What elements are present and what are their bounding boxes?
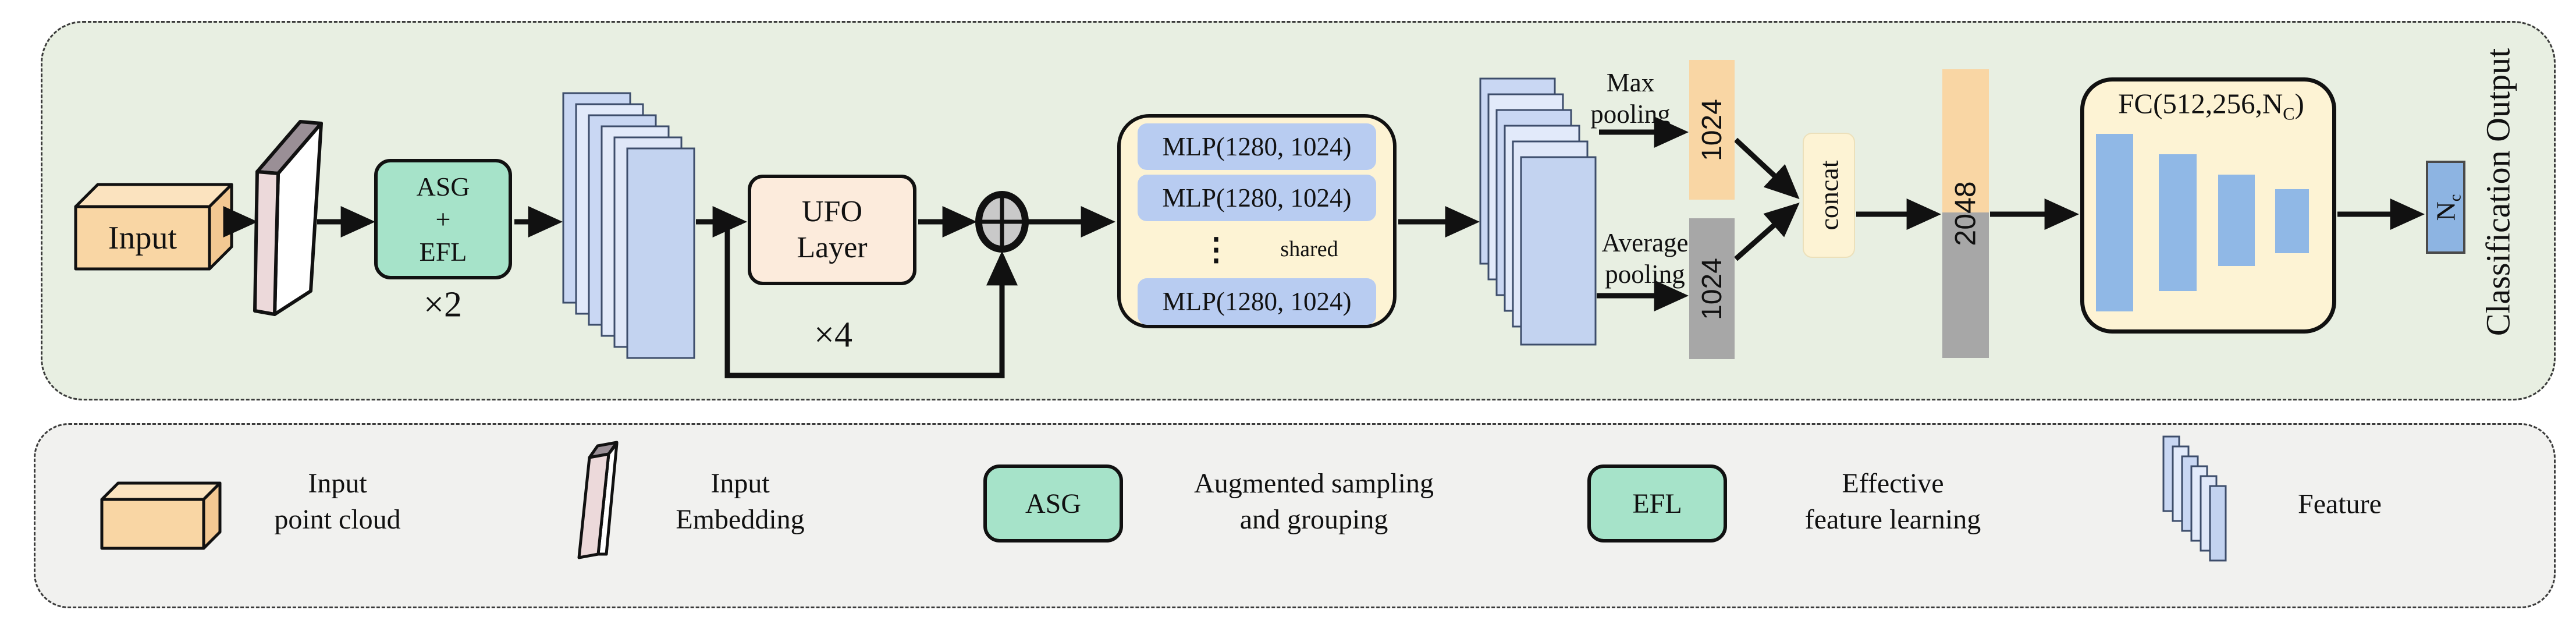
fc-title-prefix: FC(512,256,N bbox=[2118, 87, 2283, 120]
legend-input-point-cloud-line1: Input bbox=[308, 468, 367, 499]
concat-box: concat bbox=[1803, 133, 1855, 258]
concat-bar-label: 2048 bbox=[1949, 181, 1982, 246]
asg-efl-line3: EFL bbox=[419, 236, 467, 267]
legend-input-embedding-line2: Embedding bbox=[676, 504, 805, 535]
fc-title: FC(512,256,NC) bbox=[2118, 87, 2304, 124]
average-pooling-line1: Average bbox=[1601, 228, 1689, 257]
ufo-multiplier: ×4 bbox=[814, 315, 852, 355]
legend-asg-line1: Augmented sampling bbox=[1194, 468, 1434, 499]
fc-bar-4 bbox=[2275, 189, 2309, 253]
average-pooling-bar: 1024 bbox=[1689, 218, 1735, 359]
nc-output-box: Nc bbox=[2426, 161, 2465, 254]
max-pooling-line2: pooling bbox=[1590, 100, 1671, 129]
ufo-layer-box: UFO Layer bbox=[748, 175, 916, 285]
mlp-row-2: MLP(1280, 1024) bbox=[1138, 175, 1376, 221]
fc-title-sub: C bbox=[2283, 104, 2295, 124]
legend-efl-box: EFL bbox=[1587, 464, 1727, 542]
asg-efl-multiplier: ×2 bbox=[424, 285, 462, 325]
mlp-row-1: MLP(1280, 1024) bbox=[1138, 123, 1376, 170]
average-pooling-bar-label: 1024 bbox=[1696, 257, 1728, 320]
asg-efl-box: ASG + EFL bbox=[374, 159, 512, 279]
legend-efl-line2: feature learning bbox=[1804, 504, 1981, 535]
legend-item-input-point-cloud: Input point cloud bbox=[274, 466, 400, 538]
max-pooling-line1: Max bbox=[1606, 68, 1655, 97]
mlp-ellipsis: ⋮ bbox=[1200, 232, 1232, 267]
concat-label: concat bbox=[1814, 160, 1844, 231]
ufo-line1: UFO bbox=[801, 195, 863, 228]
average-pooling-line2: pooling bbox=[1605, 260, 1685, 289]
legend-input-point-cloud-line2: point cloud bbox=[274, 504, 401, 535]
concat-bar-gray-half bbox=[1942, 212, 1989, 358]
mlp-row-3: MLP(1280, 1024) bbox=[1138, 278, 1376, 325]
legend-item-input-embedding: Input Embedding bbox=[676, 466, 804, 538]
legend-efl-line1: Effective bbox=[1842, 468, 1944, 499]
classification-output-label: Classification Output bbox=[2479, 48, 2517, 336]
fc-bar-1 bbox=[2096, 134, 2133, 311]
legend-asg-box: ASG bbox=[983, 464, 1123, 542]
asg-efl-line2: + bbox=[435, 204, 451, 234]
legend-asg-line2: and grouping bbox=[1239, 504, 1388, 535]
max-pooling-bar: 1024 bbox=[1689, 60, 1735, 200]
fc-bar-3 bbox=[2218, 175, 2255, 266]
nc-label: Nc bbox=[2431, 194, 2465, 221]
legend-item-efl: Effective feature learning bbox=[1805, 466, 1981, 538]
ufo-line2: Layer bbox=[797, 231, 868, 264]
concat-bar-orange-half bbox=[1942, 69, 1989, 212]
max-pooling-bar-label: 1024 bbox=[1696, 98, 1728, 161]
legend-panel bbox=[34, 423, 2556, 608]
max-pooling-label: Max pooling bbox=[1590, 67, 1671, 130]
mlp-shared-label: shared bbox=[1280, 237, 1338, 261]
concat-bar-2048: 2048 bbox=[1942, 69, 1989, 358]
legend-item-asg: Augmented sampling and grouping bbox=[1194, 466, 1434, 538]
fc-bar-2 bbox=[2159, 154, 2197, 291]
nc-base: N bbox=[2431, 201, 2461, 221]
legend-input-embedding-line1: Input bbox=[710, 468, 770, 499]
legend-feature-label: Feature bbox=[2298, 488, 2382, 520]
fc-title-suffix: ) bbox=[2294, 87, 2304, 120]
input-label: Input bbox=[108, 220, 177, 256]
asg-efl-line1: ASG bbox=[416, 171, 470, 201]
average-pooling-label: Average pooling bbox=[1601, 227, 1688, 290]
nc-sub: c bbox=[2446, 194, 2465, 201]
